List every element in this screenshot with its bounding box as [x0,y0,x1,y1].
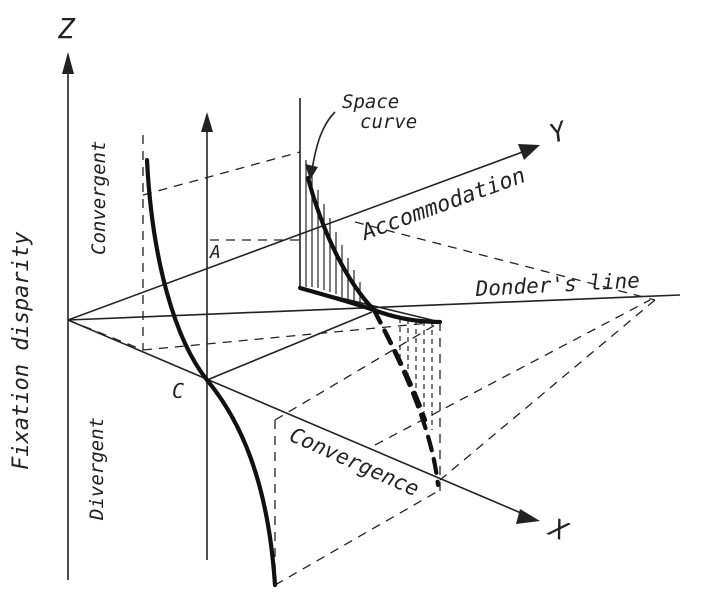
space-curve-hatching [305,160,361,305]
vertical-axis-c-arrowhead [201,112,213,132]
x-axis-label: X [543,513,573,548]
space-curve-pointer-arrowhead [305,164,318,180]
x-axis-arrowhead [516,509,540,524]
fixation-disparity-label: Fixation disparity [9,231,34,470]
dashed-right-diagonal [439,299,656,481]
dashed-lower-plane-edge [142,321,441,351]
space-label: Space [342,91,399,113]
accommodation-label: Accommodation [357,163,529,246]
dashed-accommodation-projection [354,221,656,301]
dashed-upper-projection [142,151,301,196]
y-axis-arrowhead [518,144,540,160]
z-axis-label: Z [57,12,76,45]
z-axis-arrowhead [62,52,74,74]
space-curve-upper [305,175,377,313]
space-curve-pointer [311,111,336,171]
space-curve-base-projection [297,285,377,313]
dashed-mid-diagonal [374,299,651,446]
y-axis-label: Y [546,116,572,150]
convergent-label: Convergent [88,141,110,255]
curve-label: curve [360,111,417,133]
point-a-label: A [209,242,221,263]
point-c-label: C [172,379,184,403]
y-axis [67,149,529,321]
x-axis [67,319,529,517]
dashed-bottom-link [274,489,441,586]
fixation-curve-left [144,157,278,588]
lower-hatching [399,318,433,430]
donders-line-label: Donder's line [474,268,640,301]
space-curve-right [371,307,443,325]
dashed-origin-link [67,319,144,351]
divergent-label: Divergent [86,417,108,521]
dashed-lower-link [274,321,441,421]
base-line-c-to-intersection [206,311,373,381]
space-curve-dashed-2 [371,307,441,488]
